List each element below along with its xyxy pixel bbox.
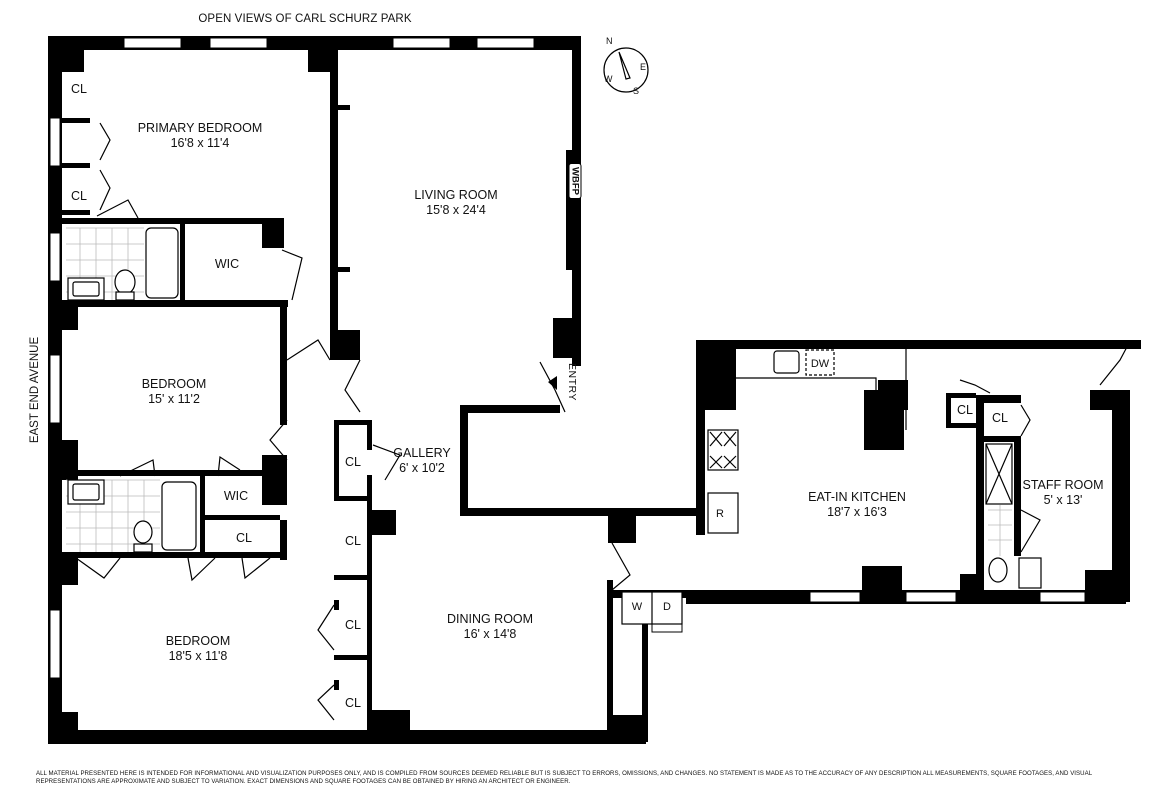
- compass-south: S: [633, 86, 640, 96]
- fixtures: [67, 47, 1042, 625]
- room-bedroom-3: BEDROOM 18'5 x 11'8: [166, 634, 231, 664]
- room-gallery: GALLERY 6' x 10'2: [393, 446, 450, 476]
- walls: [48, 36, 1141, 744]
- wic-label: WIC: [223, 489, 249, 503]
- bath-tiles: [66, 227, 1012, 556]
- street-label: EAST END AVENUE: [29, 336, 41, 444]
- room-name: BEDROOM: [141, 377, 207, 391]
- dishwasher-label: DW: [810, 358, 830, 370]
- room-eat-in-kitchen: EAT-IN KITCHEN 18'7 x 16'3: [808, 490, 906, 520]
- room-name: GALLERY: [393, 446, 451, 460]
- room-name: DINING ROOM: [446, 612, 534, 626]
- washer-label: W: [631, 601, 643, 613]
- closet-label: CL: [345, 534, 361, 548]
- room-dims: 15'8 x 24'4: [426, 203, 486, 217]
- closet-label: CL: [71, 189, 87, 203]
- room-bedroom-2: BEDROOM 15' x 11'2: [142, 377, 207, 407]
- top-caption: OPEN VIEWS OF CARL SCHURZ PARK: [198, 13, 412, 25]
- entry-label: ENTRY: [566, 363, 578, 401]
- windows: [49, 37, 1086, 679]
- closet-label: CL: [957, 403, 973, 417]
- room-staff-room: STAFF ROOM 5' x 13': [1022, 478, 1103, 508]
- room-living-room: LIVING ROOM 15'8 x 24'4: [414, 188, 497, 218]
- room-name: BEDROOM: [165, 634, 231, 648]
- room-primary-bedroom: PRIMARY BEDROOM 16'8 x 11'4: [138, 121, 263, 151]
- room-name: EAT-IN KITCHEN: [808, 490, 906, 504]
- room-dims: 15' x 11'2: [148, 392, 200, 406]
- closet-label: CL: [345, 696, 361, 710]
- compass-north: N: [606, 36, 613, 46]
- wic-label: WIC: [214, 257, 240, 271]
- fireplace-label: WBFP: [568, 163, 582, 199]
- room-dims: 18'5 x 11'8: [168, 649, 228, 663]
- closet-label: CL: [71, 82, 87, 96]
- compass-west: W: [604, 74, 613, 84]
- room-dims: 18'7 x 16'3: [827, 505, 887, 519]
- closet-label: CL: [345, 455, 361, 469]
- entry-arrow-icon: [548, 376, 557, 390]
- compass-east: E: [640, 62, 647, 72]
- closet-label: CL: [345, 618, 361, 632]
- closet-label: CL: [236, 531, 252, 545]
- room-name: LIVING ROOM: [414, 188, 498, 202]
- disclaimer-text: ALL MATERIAL PRESENTED HERE IS INTENDED …: [36, 770, 1092, 785]
- room-dims: 5' x 13': [1043, 493, 1083, 507]
- room-name: STAFF ROOM: [1022, 478, 1104, 492]
- room-dims: 16'8 x 11'4: [170, 136, 230, 150]
- refrigerator-label: R: [716, 508, 724, 520]
- room-dims: 6' x 10'2: [399, 461, 445, 475]
- dryer-label: D: [663, 601, 671, 613]
- room-dining-room: DINING ROOM 16' x 14'8: [447, 612, 533, 642]
- fixture-details: [75, 51, 1129, 721]
- room-dims: 16' x 14'8: [463, 627, 517, 641]
- room-name: PRIMARY BEDROOM: [137, 121, 263, 135]
- closet-label: CL: [992, 411, 1008, 425]
